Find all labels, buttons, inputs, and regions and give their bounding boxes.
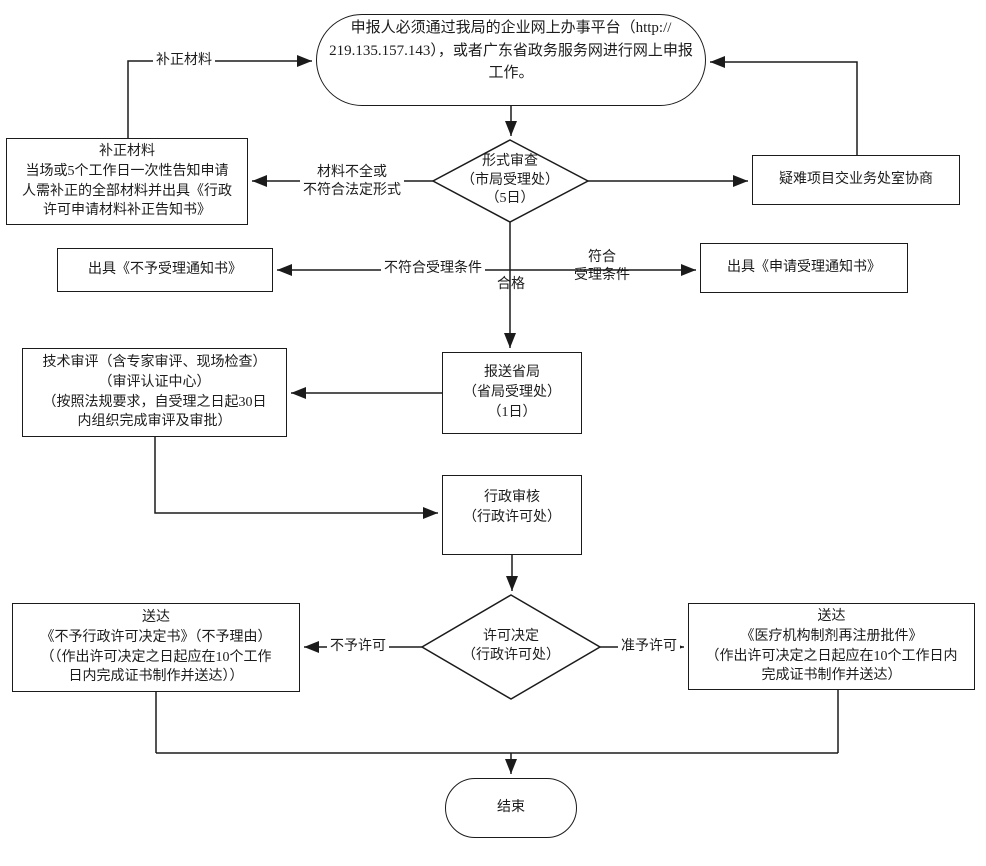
edge-difficult-to-start — [710, 56, 858, 155]
edge-label-not-accepted: 不符合受理条件 — [381, 259, 485, 279]
end-terminal: 结束 — [445, 778, 577, 838]
edge-tech-review-to-admin-review — [154, 437, 438, 519]
acceptance-notice-box: 出具《申请受理通知书》 — [700, 243, 908, 293]
edge-label-approve-license: 准予许可 — [618, 637, 680, 657]
license-decision-decision: 许可决定 （行政许可处） — [462, 629, 560, 663]
deliver-approval-box: 送达 《医疗机构制剂再注册批件》 （作出许可决定之日起应在10个工作日内 完成证… — [688, 603, 975, 690]
edge-label-deny-license: 不予许可 — [327, 637, 389, 657]
edge-label-incomplete-materials: 材料不全或 不符合法定形式 — [300, 163, 404, 201]
formal-review-decision: 形式审查 （市局受理处） （5日） — [461, 153, 559, 207]
start-terminal: 申报人必须通过我局的企业网上办事平台（http:// 219.135.157.1… — [316, 14, 706, 106]
rejection-notice-box: 出具《不予受理通知书》 — [57, 248, 273, 292]
submit-province-box: 报送省局 （省局受理处） （1日） — [442, 352, 582, 434]
administrative-review-box: 行政审核 （行政许可处） — [442, 475, 582, 555]
technical-review-box: 技术审评（含专家审评、现场检查） （审评认证中心） （按照法规要求，自受理之日起… — [22, 348, 287, 437]
supplement-materials-box: 补正材料 当场或5个工作日一次性告知申请 人需补正的全部材料并出具《行政 许可申… — [6, 138, 248, 225]
deliver-denial-box: 送达 《不予行政许可决定书》（不予理由） （（作出许可决定之日起应在10个工作 … — [12, 603, 300, 692]
edge-label-supplement-materials: 补正材料 — [153, 51, 215, 71]
edge-label-qualified: 合格 — [497, 276, 525, 292]
license-decision-diamond — [420, 594, 602, 700]
formal-review-diamond — [431, 139, 590, 223]
edge-label-accepted: 符合 受理条件 — [574, 249, 630, 283]
edge-supplement-to-start — [127, 55, 312, 138]
difficult-projects-box: 疑难项目交业务处室协商 — [752, 155, 960, 205]
